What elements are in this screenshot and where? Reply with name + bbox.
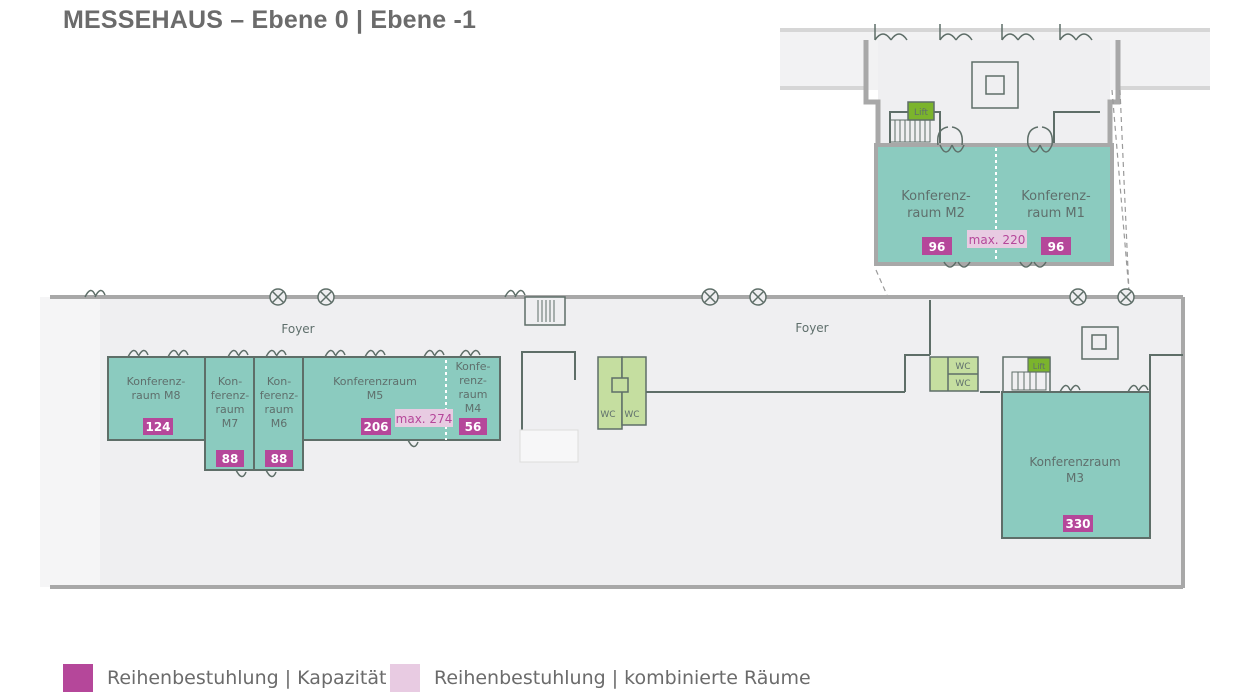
upper-level: Lift Konferenz- raum M2 Konferenz- raum … — [780, 24, 1210, 268]
lift-label: Lift — [914, 108, 929, 118]
legend-swatch-capacity — [63, 664, 93, 692]
capacity-m7: 88 — [222, 452, 239, 466]
capacity-m4: 56 — [465, 420, 482, 434]
room-m6-label: ferenz- — [260, 389, 298, 402]
lift-icon — [907, 101, 935, 121]
room-m4-label: raum — [459, 388, 488, 401]
combined-badge-m1-m2 — [967, 230, 1027, 248]
capacity-m1: 96 — [1048, 240, 1065, 254]
foyer-label: Foyer — [795, 321, 828, 335]
wc-label: WC — [624, 410, 639, 420]
room-m5-label: M5 — [367, 389, 384, 402]
capacity-m3: 330 — [1065, 517, 1090, 531]
wc-block — [929, 356, 979, 392]
capacity-m6: 88 — [271, 452, 288, 466]
foyer-label: Foyer — [281, 322, 314, 336]
capacity-badge-m6 — [265, 450, 293, 467]
room-m6 — [253, 356, 304, 471]
lower-level: Foyer Foyer Konferenz- raum M8 Kon- fere… — [40, 288, 1185, 589]
legend-label: Reihenbestuhlung | Kapazität — [107, 667, 387, 689]
room-m2-label: raum M2 — [907, 206, 965, 221]
room-m7-label: M7 — [222, 417, 239, 430]
room-m3-label: M3 — [1066, 471, 1084, 485]
room-m1-label: raum M1 — [1027, 206, 1085, 221]
capacity-badge-m2 — [922, 237, 952, 255]
capacity-badge-m5 — [361, 418, 391, 435]
combined-capacity-m4-m5: max. 274 — [396, 412, 453, 426]
combined-badge-m4-m5 — [395, 409, 453, 427]
lift-label: Lift — [1033, 362, 1046, 371]
room-m6-label: raum — [265, 403, 294, 416]
room-m4-label: Konfe- — [456, 360, 491, 373]
capacity-badge-m4 — [459, 418, 487, 435]
room-m3-label: Konferenzraum — [1029, 455, 1120, 469]
room-m1-label: Konferenz- — [1021, 189, 1091, 204]
capacity-m2: 96 — [929, 240, 946, 254]
legend-label: Reihenbestuhlung | kombinierte Räume — [434, 667, 811, 689]
room-m6-label: M6 — [271, 417, 288, 430]
wc-block — [597, 356, 647, 430]
capacity-badge-m1 — [1041, 237, 1071, 255]
room-m4-label: renz- — [459, 374, 487, 387]
room-m5-label: Konferenzraum — [333, 375, 417, 388]
capacity-badge-m8 — [143, 418, 173, 435]
room-m6-label: Kon- — [267, 375, 291, 388]
room-m4-label: M4 — [465, 402, 482, 415]
legend-item-capacity: Reihenbestuhlung | Kapazität — [63, 664, 386, 692]
room-m7-label: raum — [216, 403, 245, 416]
capacity-badge-m3 — [1063, 515, 1093, 532]
room-m7-label: Kon- — [218, 375, 242, 388]
room-m7-label: ferenz- — [211, 389, 249, 402]
capacity-m8: 124 — [145, 420, 170, 434]
wc-label: WC — [955, 379, 970, 389]
page-title: MESSEHAUS – Ebene 0 | Ebene -1 — [63, 6, 477, 34]
room-m8-label: Konferenz- — [127, 375, 186, 388]
room-m3 — [1001, 391, 1151, 539]
capacity-badge-m7 — [216, 450, 244, 467]
capacity-m5: 206 — [363, 420, 388, 434]
room-m8-label: raum M8 — [132, 389, 181, 402]
legend-item-combined: Reihenbestuhlung | kombinierte Räume — [390, 664, 811, 692]
stairs-icon — [524, 296, 566, 326]
legend-swatch-combined — [390, 664, 420, 692]
wc-label: WC — [955, 362, 970, 372]
room-m2-label: Konferenz- — [901, 189, 971, 204]
combined-capacity-m1-m2: max. 220 — [969, 233, 1026, 247]
wc-label: WC — [600, 410, 615, 420]
